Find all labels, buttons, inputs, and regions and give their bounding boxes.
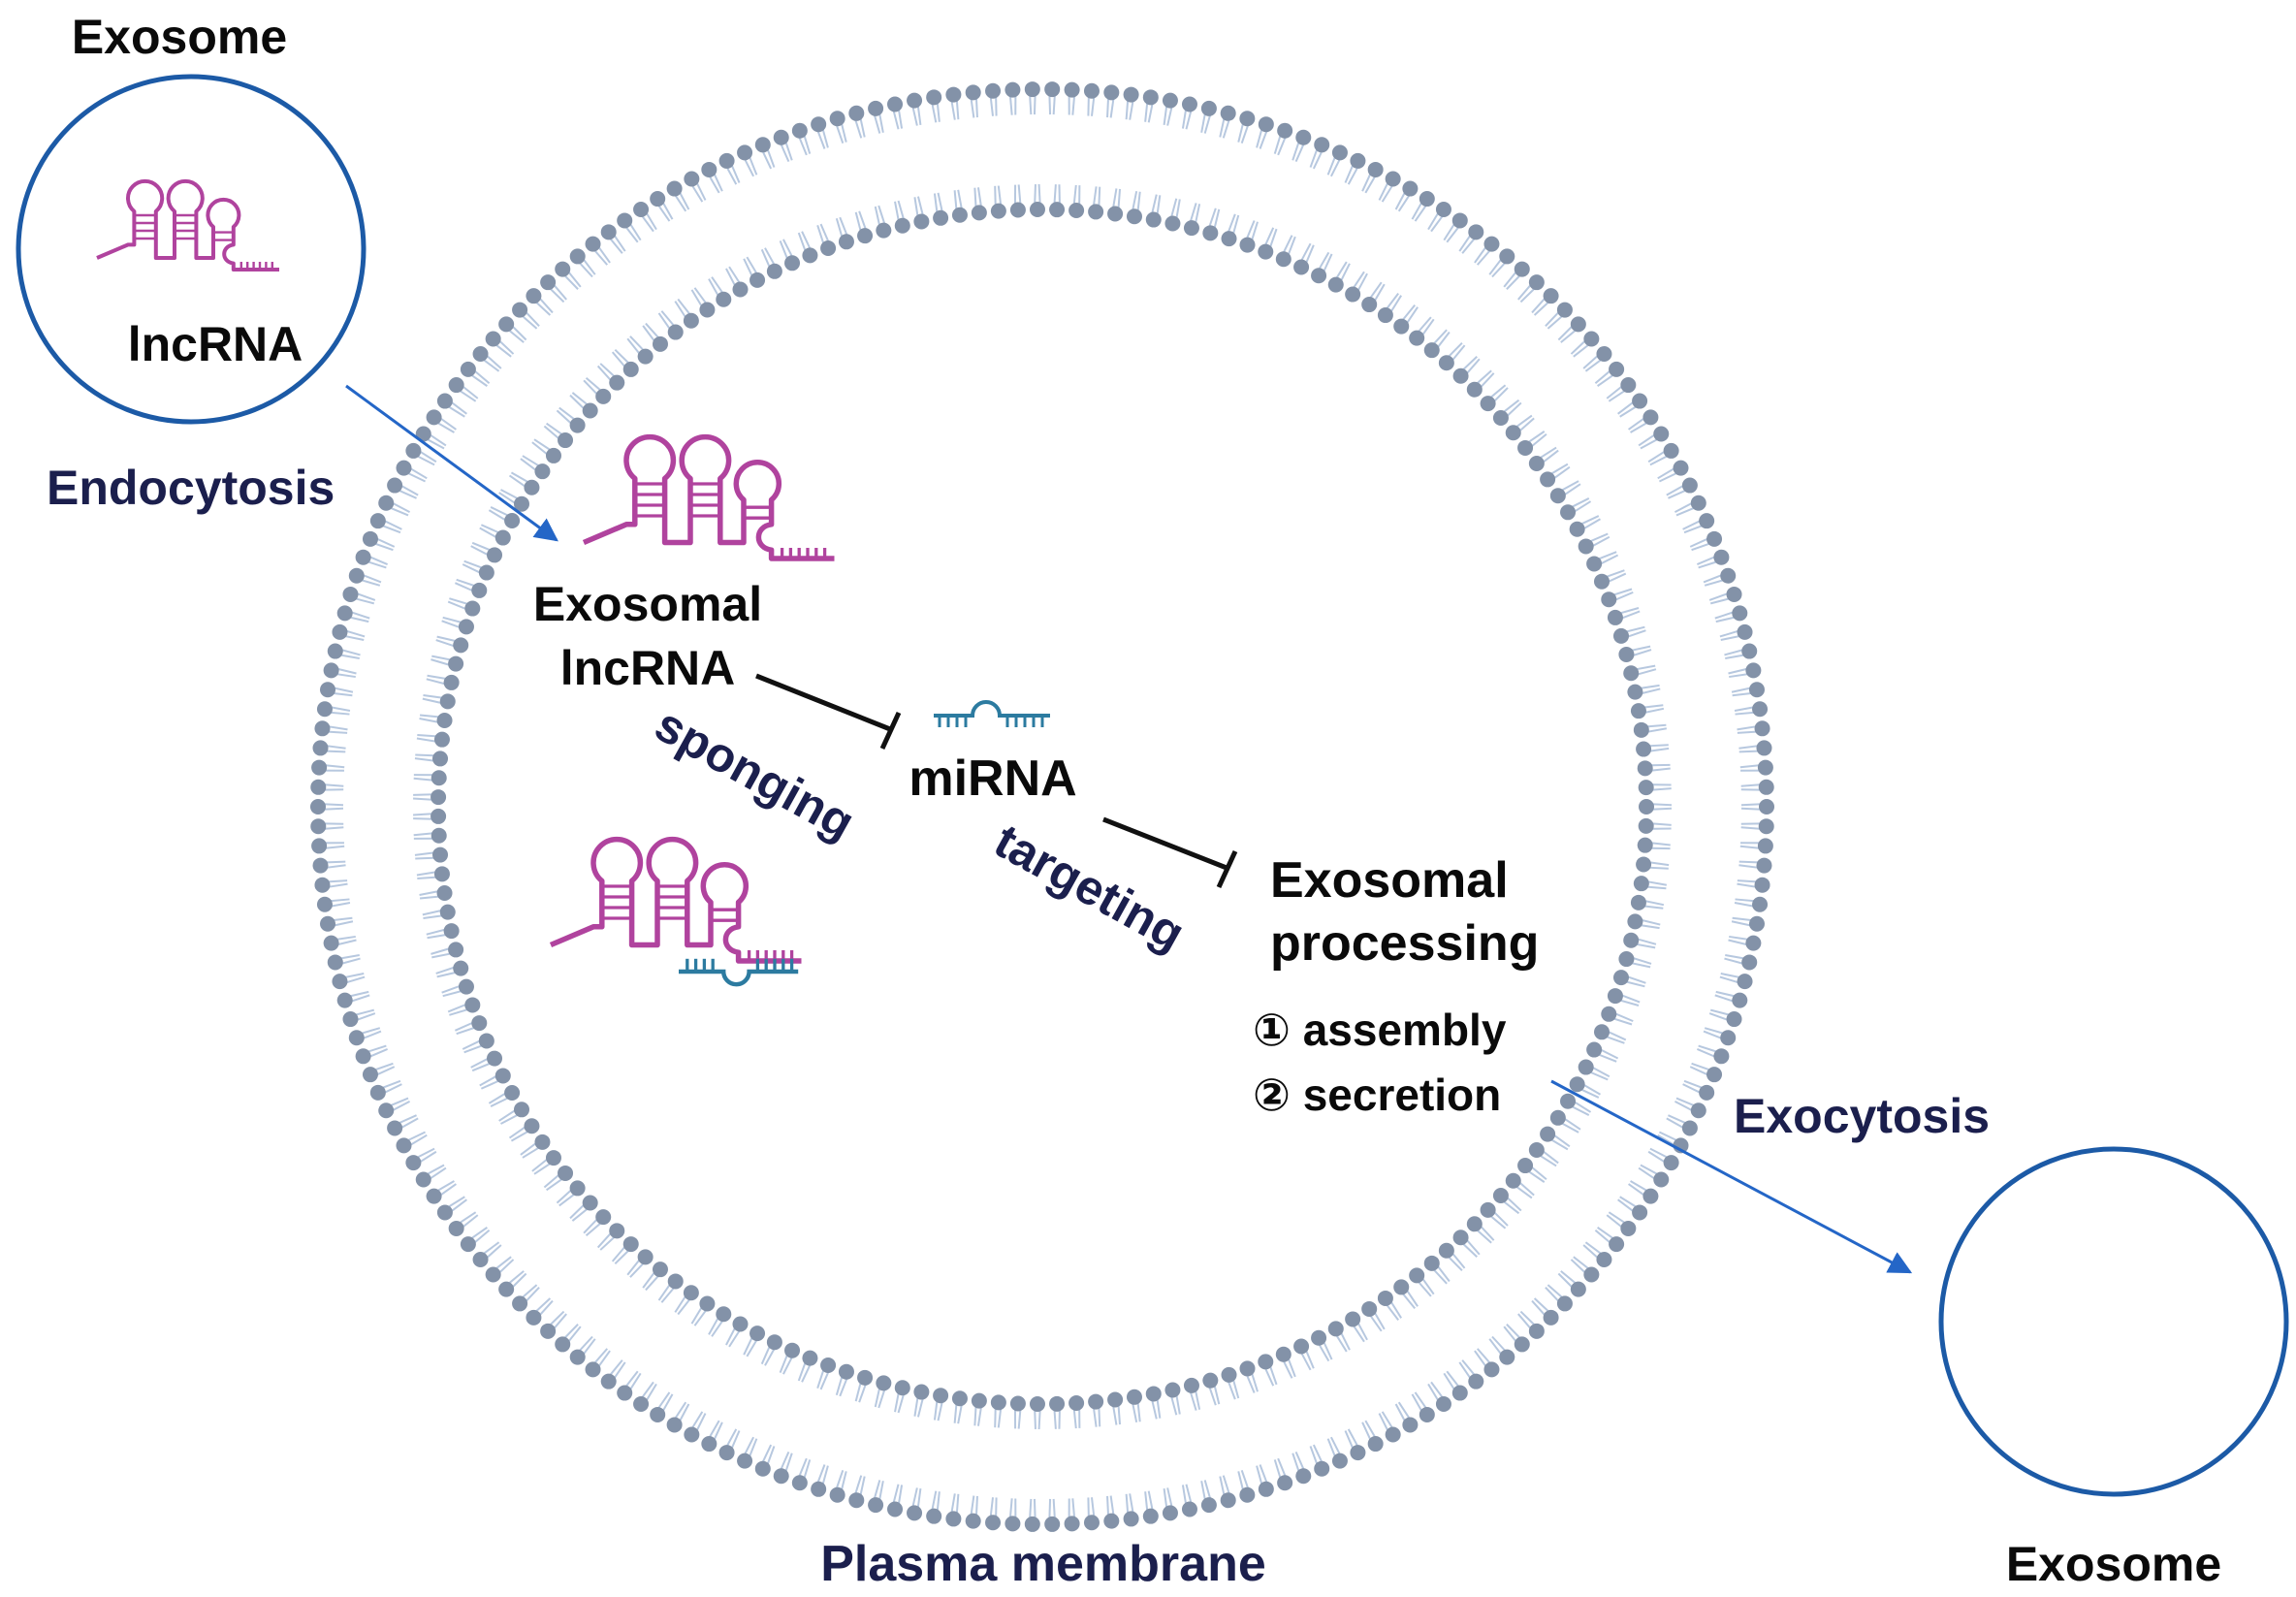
lncrna-icon-exosome bbox=[97, 181, 279, 270]
exosomal-lncrna-label-line1: Exosomal bbox=[533, 577, 762, 631]
lncrna-icon-cell bbox=[584, 437, 835, 559]
exosome-top-circle bbox=[16, 74, 367, 425]
sponging-inhibit-bar bbox=[879, 711, 902, 751]
exocytosis-arrow bbox=[1550, 1079, 1913, 1274]
mirna-label: miRNA bbox=[909, 751, 1076, 807]
exosome-bottom-circle bbox=[1938, 1146, 2289, 1497]
exosome-top-label: Exosome bbox=[72, 10, 287, 64]
exosome-bottom-label: Exosome bbox=[2006, 1537, 2221, 1591]
targeting-label: targeting bbox=[986, 814, 1194, 962]
targeting-inhibit-line bbox=[1102, 816, 1228, 871]
plasma-membrane-label: Plasma membrane bbox=[820, 1536, 1266, 1592]
mirna-icon bbox=[934, 700, 1050, 727]
sponging-label: sponging bbox=[647, 697, 864, 850]
endocytosis-arrow bbox=[345, 384, 558, 542]
exosomal-processing-label-line2: processing bbox=[1270, 915, 1539, 972]
plasma-membrane bbox=[310, 81, 1774, 1532]
lncrna-exosome-label: lncRNA bbox=[128, 317, 303, 371]
step-assembly-label: ① assembly bbox=[1253, 1005, 1507, 1055]
endocytosis-label: Endocytosis bbox=[47, 461, 335, 515]
targeting-inhibit-bar bbox=[1216, 849, 1238, 889]
exosomal-processing-label-line1: Exosomal bbox=[1270, 852, 1509, 909]
lncrna-mirna-complex-icon bbox=[551, 840, 802, 987]
sponging-inhibit-line bbox=[755, 673, 891, 732]
exosomal-lncrna-label-line2: lncRNA bbox=[560, 641, 736, 695]
step-secretion-label: ② secretion bbox=[1253, 1070, 1501, 1120]
exocytosis-label: Exocytosis bbox=[1734, 1089, 1990, 1143]
